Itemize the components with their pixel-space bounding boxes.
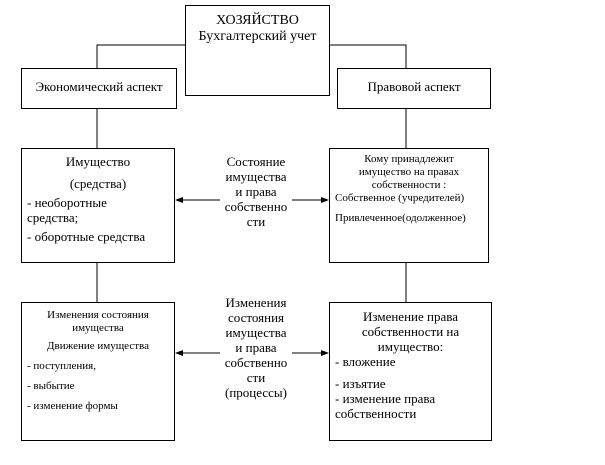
rights-changes-item: - изъятие	[335, 376, 386, 391]
property-item: - оборотные средства	[27, 229, 146, 244]
rights-changes-title: Изменение права собственности на имущест…	[361, 309, 460, 354]
legal-aspect-box: Правовой аспект	[337, 68, 491, 109]
state-link-label: Состояние имущества и права собственно с…	[220, 154, 292, 229]
property-changes-item: - выбытие	[27, 380, 75, 392]
arrowhead-right-icon	[321, 350, 329, 356]
property-changes-subtitle: Движение имущества	[47, 340, 149, 352]
property-changes-box: Изменения состояния имущества Движение и…	[21, 302, 175, 441]
arrowhead-left-icon	[175, 197, 183, 203]
economic-aspect-box: Экономический аспект	[21, 68, 177, 109]
ownership-item: Собственное (учредителей)	[335, 192, 465, 204]
property-title: Имущество	[65, 154, 131, 169]
economy-title: ХОЗЯЙСТВО	[216, 13, 299, 28]
process-link-label: Изменения состояния имущества и права со…	[220, 295, 292, 400]
ownership-title: Кому принадлежит имущество на правах соб…	[358, 153, 460, 191]
economic-aspect-label: Экономический аспект	[35, 79, 163, 94]
connector-top-right	[330, 44, 407, 68]
economy-box: ХОЗЯЙСТВО Бухгалтерский учет	[185, 5, 330, 96]
property-item: - необоротные средства;	[27, 195, 107, 225]
rights-changes-box: Изменение права собственности на имущест…	[329, 302, 492, 441]
property-changes-item: - изменение формы	[27, 400, 118, 412]
ownership-box: Кому принадлежит имущество на правах соб…	[329, 148, 489, 263]
legal-aspect-label: Правовой аспект	[367, 79, 461, 94]
economy-subtitle: Бухгалтерский учет	[198, 29, 317, 44]
rights-changes-item: - изменение права собственности	[335, 391, 436, 421]
connector-top-left	[96, 44, 185, 68]
rights-changes-item: - вложение	[335, 354, 396, 369]
property-changes-item: - поступления,	[27, 360, 96, 372]
ownership-item: Привлеченное(одолженное)	[335, 212, 466, 224]
property-changes-title: Изменения состояния имущества	[47, 309, 149, 334]
arrowhead-right-icon	[321, 197, 329, 203]
arrowhead-left-icon	[175, 350, 183, 356]
property-subtitle: (средства)	[69, 176, 127, 191]
property-box: Имущество (средства) - необоротные средс…	[21, 148, 175, 263]
